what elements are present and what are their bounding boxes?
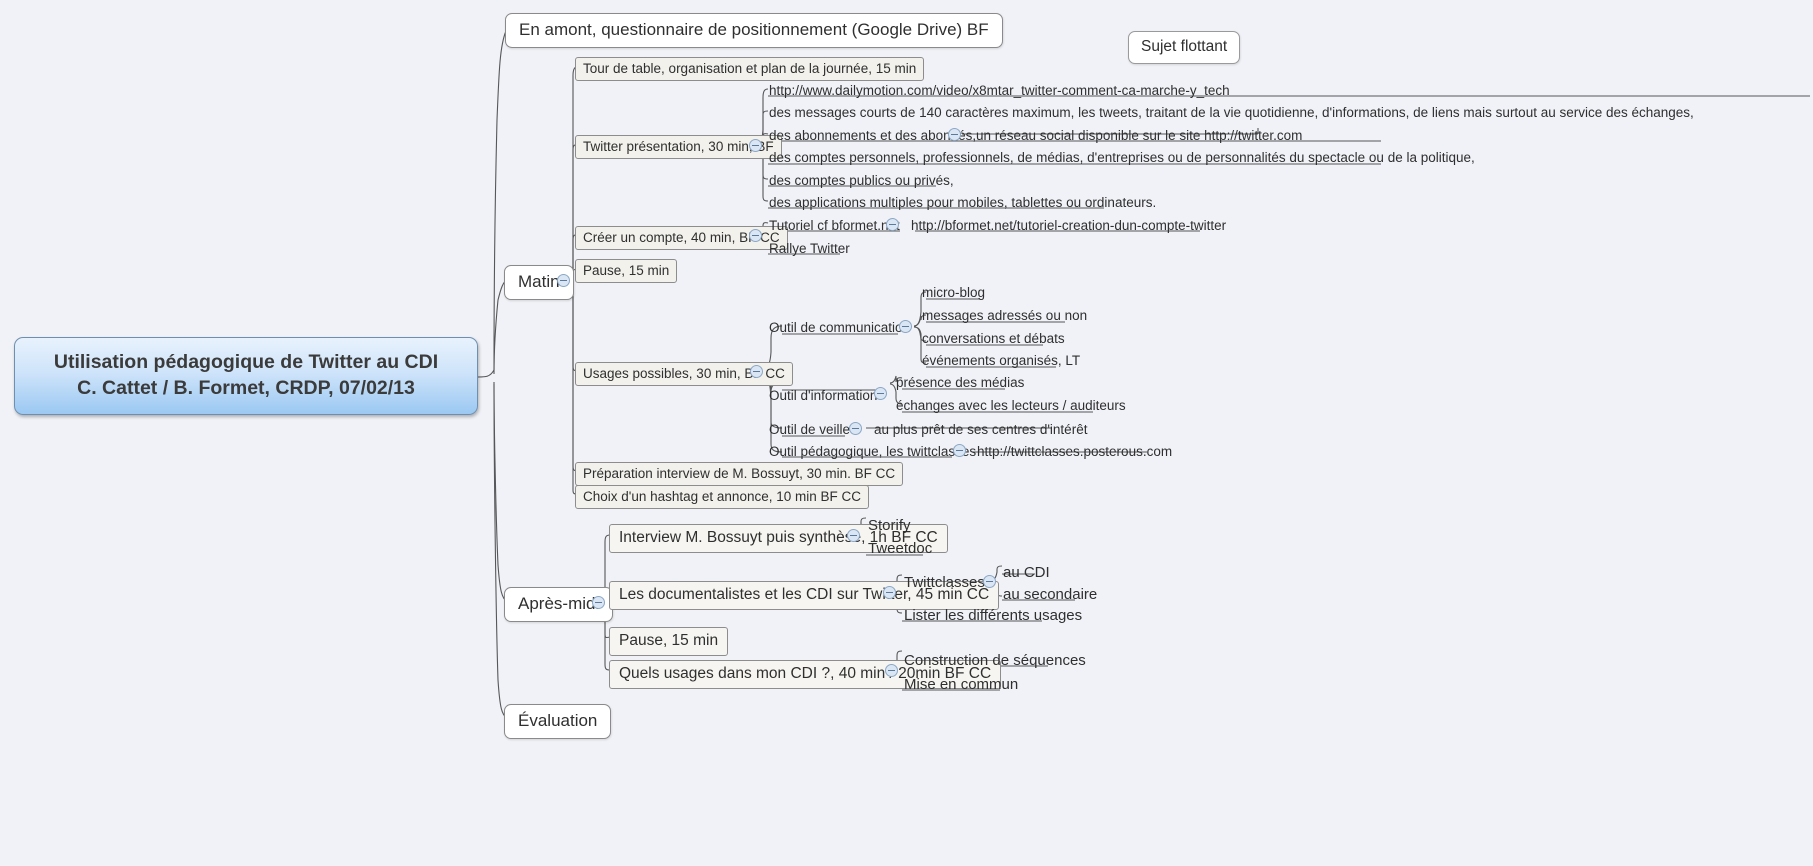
- node-lister-usages[interactable]: Lister les différents usages: [904, 607, 1083, 624]
- toggle-twittclasses[interactable]: [983, 575, 996, 588]
- node-micro-blog[interactable]: micro-blog: [922, 285, 986, 300]
- node-preparation-interview[interactable]: Préparation interview de M. Bossuyt, 30 …: [575, 462, 904, 486]
- node-tutoriel-bformet[interactable]: Tutoriel cf bformet.net: [769, 218, 900, 233]
- node-messages-adresses[interactable]: messages adressés ou non: [922, 308, 1088, 323]
- node-tutoriel-url[interactable]: http://bformet.net/tutoriel-creation-dun…: [911, 218, 1227, 233]
- node-rallye-twitter[interactable]: Rallye Twitter: [769, 241, 850, 256]
- toggle-twitter-presentation[interactable]: [749, 139, 762, 152]
- node-en-amont[interactable]: En amont, questionnaire de positionnemen…: [505, 13, 1003, 48]
- node-twitter-item-3[interactable]: des comptes publics ou privés,: [769, 173, 954, 188]
- toggle-documentalistes-cdi[interactable]: [883, 586, 896, 599]
- node-twitter-item-1[interactable]: des abonnements et des abonnés,: [769, 128, 977, 143]
- node-pause-matin[interactable]: Pause, 15 min: [575, 259, 678, 283]
- central-topic-line-1: Utilisation pédagogique de Twitter au CD…: [53, 351, 439, 373]
- central-topic[interactable]: Utilisation pédagogique de Twitter au CD…: [14, 337, 478, 416]
- node-conversations-debats[interactable]: conversations et débats: [922, 331, 1065, 346]
- node-storify[interactable]: Storify: [868, 517, 911, 534]
- toggle-usages-possibles[interactable]: [750, 365, 763, 378]
- node-documentalistes-cdi[interactable]: Les documentalistes et les CDI sur Twitt…: [609, 581, 1000, 610]
- node-outil-pedagogique[interactable]: Outil pédagogique, les twittclasses: [769, 444, 977, 459]
- toggle-outil-information[interactable]: [874, 387, 887, 400]
- node-mise-en-commun[interactable]: Mise en commun: [904, 676, 1019, 693]
- node-choix-hashtag[interactable]: Choix d'un hashtag et annonce, 10 min BF…: [575, 485, 869, 509]
- node-twitter-item-4[interactable]: des applications multiples pour mobiles,…: [769, 195, 1157, 210]
- node-twittclasses[interactable]: Twittclasses: [904, 574, 985, 591]
- node-twitter-presentation[interactable]: Twitter présentation, 30 min, BF: [575, 135, 782, 159]
- node-twitter-item-0[interactable]: des messages courts de 140 caractères ma…: [769, 105, 1694, 120]
- node-tour-de-table[interactable]: Tour de table, organisation et plan de l…: [575, 57, 925, 81]
- node-reseau-social-note[interactable]: un réseau social disponible sur le site …: [976, 128, 1303, 143]
- node-dailymotion-url[interactable]: http://www.dailymotion.com/video/x8mtar_…: [769, 83, 1230, 98]
- node-outil-veille[interactable]: Outil de veille: [769, 422, 851, 437]
- node-quels-usages[interactable]: Quels usages dans mon CDI ?, 40 min / 20…: [609, 660, 1002, 689]
- node-interview-bossuyt[interactable]: Interview M. Bossuyt puis synthèse, 1h B…: [609, 524, 948, 553]
- toggle-outil-communication[interactable]: [899, 320, 912, 333]
- toggle-tutoriel[interactable]: [886, 218, 899, 231]
- node-au-secondaire[interactable]: au secondaire: [1003, 586, 1098, 603]
- toggle-creer-un-compte[interactable]: [749, 229, 762, 242]
- toggle-abonnements[interactable]: [948, 128, 961, 141]
- node-pause-apres-midi[interactable]: Pause, 15 min: [609, 627, 729, 656]
- toggle-interview-bossuyt[interactable]: [847, 529, 860, 542]
- node-outil-communication[interactable]: Outil de communication: [769, 320, 911, 335]
- floating-topic[interactable]: Sujet flottant: [1128, 31, 1241, 64]
- node-construction-sequences[interactable]: Construction de séquences: [904, 652, 1086, 669]
- node-evenements-organises[interactable]: événements organisés, LT: [922, 353, 1081, 368]
- toggle-quels-usages[interactable]: [885, 664, 898, 677]
- toggle-apres-midi[interactable]: [592, 596, 605, 609]
- central-topic-line-2: C. Cattet / B. Formet, CRDP, 07/02/13: [77, 376, 415, 399]
- node-twittclasses-url[interactable]: http://twittclasses.posterous.com: [977, 444, 1173, 459]
- toggle-matin[interactable]: [557, 274, 570, 287]
- node-outil-information[interactable]: Outil d'information: [769, 388, 878, 403]
- node-presence-medias[interactable]: présence des médias: [896, 375, 1025, 390]
- node-twitter-item-2[interactable]: des comptes personnels, professionnels, …: [769, 150, 1475, 165]
- branch-evaluation[interactable]: Évaluation: [504, 704, 612, 739]
- toggle-outil-veille[interactable]: [849, 422, 862, 435]
- toggle-outil-pedagogique[interactable]: [953, 444, 966, 457]
- node-tweetdoc[interactable]: Tweetdoc: [868, 540, 933, 557]
- node-veille-note[interactable]: au plus prêt de ses centres d'intérêt: [874, 422, 1088, 437]
- node-au-cdi[interactable]: au CDI: [1003, 564, 1050, 581]
- node-echanges-lecteurs[interactable]: échanges avec les lecteurs / auditeurs: [896, 398, 1126, 413]
